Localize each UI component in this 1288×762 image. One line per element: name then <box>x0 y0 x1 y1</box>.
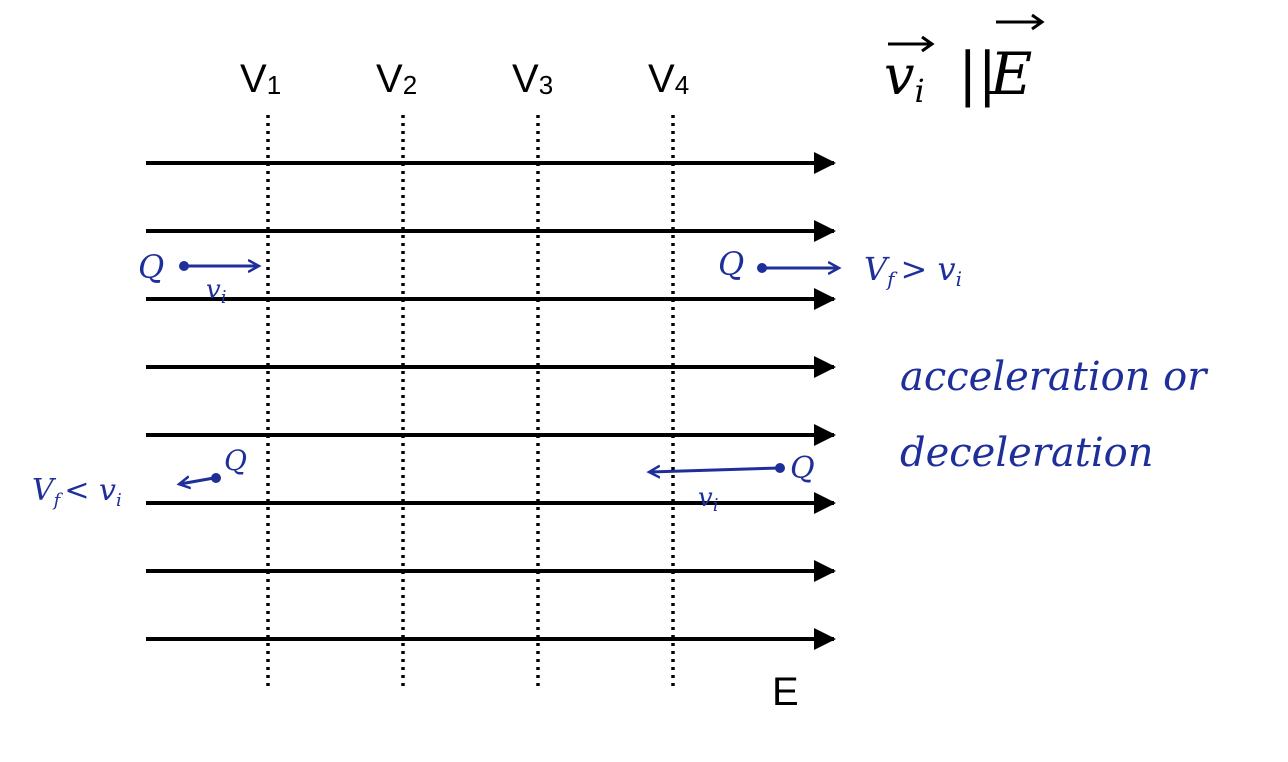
handwritten-annotations: Q vi Q Vf> vi acceleration or decelerati… <box>32 245 1209 516</box>
vi-label-top-left: vi <box>206 275 226 308</box>
final-velocity-top-right: Vf> vi <box>864 250 962 291</box>
potential-labels: V1 V2 V3 V4 <box>240 57 689 101</box>
equipotential-lines <box>266 115 675 690</box>
annotation-line-1: acceleration or <box>900 354 1209 400</box>
charge-label-top-right: Q <box>718 245 744 283</box>
annotation-line-2: deceleration <box>900 430 1154 476</box>
potential-label-v4: V4 <box>648 57 689 101</box>
charge-dot <box>211 473 221 483</box>
electric-field-lines <box>146 152 836 650</box>
potential-label-v3: V3 <box>512 57 553 101</box>
velocity-arrow-icon <box>650 468 781 472</box>
charge-label-bottom-right: Q <box>790 451 815 486</box>
title-relation: vi || E <box>884 13 1045 110</box>
vi-label-bottom-right: vi <box>698 483 718 516</box>
charge-label-top-left: Q <box>138 248 164 286</box>
final-velocity-bottom-left: Vf< vi <box>32 473 122 511</box>
potential-label-v1: V1 <box>240 57 281 101</box>
potential-label-v2: V2 <box>376 57 417 101</box>
field-label: E <box>772 670 799 714</box>
vector-arrow-icon <box>888 35 935 53</box>
vector-arrow-icon <box>996 13 1045 31</box>
velocity-symbol: vi <box>884 44 925 110</box>
velocity-arrow-icon <box>180 478 215 484</box>
parallel-symbol: || <box>958 40 997 108</box>
field-symbol: E <box>989 40 1032 108</box>
charge-label-bottom-left: Q <box>224 444 247 477</box>
